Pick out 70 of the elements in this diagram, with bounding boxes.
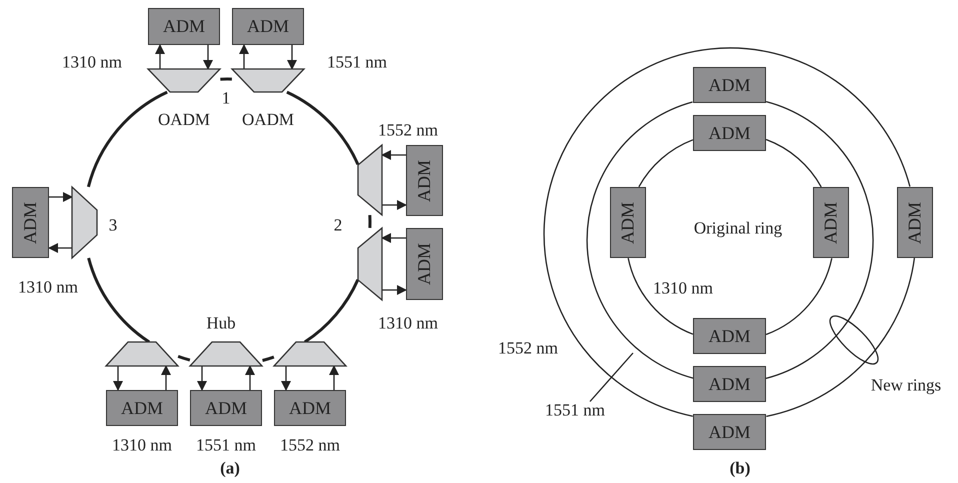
arrow bbox=[203, 45, 213, 70]
wavelength-label: 1552 nm bbox=[280, 436, 340, 454]
fiber-ring-arc bbox=[628, 258, 694, 335]
adm-box: ADM bbox=[406, 145, 443, 216]
wavelength-label: 1310 nm bbox=[18, 278, 78, 296]
arrow bbox=[381, 233, 406, 243]
fiber-ring-arc bbox=[178, 354, 190, 362]
arrow bbox=[382, 200, 407, 210]
panel-label: (a) bbox=[220, 460, 240, 476]
arrow bbox=[382, 285, 407, 295]
node-number: 3 bbox=[108, 216, 118, 234]
leader-line bbox=[590, 352, 634, 402]
arrow bbox=[245, 365, 255, 390]
fiber-ring-arc bbox=[586, 101, 694, 379]
adm-box: ADM bbox=[12, 187, 49, 258]
fiber-ring-arc bbox=[304, 278, 360, 344]
wavelength-label: 1310 nm bbox=[112, 436, 172, 454]
fiber-ring-arc bbox=[286, 90, 360, 166]
arrow bbox=[48, 243, 72, 253]
arrow bbox=[49, 192, 73, 202]
adm-box: ADM bbox=[693, 414, 766, 450]
arrow bbox=[281, 366, 291, 391]
adm-box: ADM bbox=[693, 318, 766, 354]
fiber-ring-arc bbox=[766, 100, 874, 380]
fiber-ring-arc bbox=[87, 258, 150, 344]
adm-box: ADM bbox=[148, 8, 220, 45]
adm-box: ADM bbox=[274, 390, 346, 426]
ring-label: Original ring bbox=[694, 220, 782, 236]
fiber-ring-arc bbox=[220, 78, 232, 81]
wavelength-label: 1310 nm bbox=[653, 280, 713, 296]
arrow bbox=[287, 45, 297, 70]
wavelength-label: 1552 nm bbox=[378, 122, 438, 138]
arrow bbox=[197, 366, 207, 391]
adm-box: ADM bbox=[232, 8, 304, 45]
fiber-ring-arc bbox=[638, 139, 694, 188]
hub-label: Hub bbox=[206, 314, 236, 332]
adm-box: ADM bbox=[693, 366, 766, 402]
fiber-ring-arc bbox=[766, 138, 822, 188]
adm-box: ADM bbox=[813, 187, 849, 258]
arrow bbox=[161, 365, 171, 390]
node-number: 1 bbox=[222, 90, 230, 106]
arrow bbox=[239, 44, 249, 69]
adm-box: ADM bbox=[190, 390, 262, 426]
arrow bbox=[155, 44, 165, 69]
ring-label: New rings bbox=[870, 376, 942, 394]
fiber-ring-arc bbox=[544, 47, 911, 417]
device-label: OADM bbox=[242, 110, 294, 130]
fiber-ring-arc bbox=[766, 258, 916, 418]
adm-box: ADM bbox=[106, 390, 178, 426]
adm-box: ADM bbox=[406, 228, 443, 300]
wavelength-label: 1551 nm bbox=[196, 436, 256, 454]
adm-box: ADM bbox=[897, 187, 933, 258]
fiber-ring-arc bbox=[766, 258, 832, 336]
arrow bbox=[381, 150, 406, 160]
adm-box: ADM bbox=[693, 67, 766, 103]
adm-box: ADM bbox=[610, 187, 646, 258]
wavelength-label: 1551 nm bbox=[545, 402, 605, 418]
panel-label: (b) bbox=[730, 460, 750, 476]
wavelength-label: 1310 nm bbox=[62, 54, 122, 70]
fiber-ring-arc bbox=[368, 215, 372, 228]
arrow bbox=[329, 365, 339, 390]
node-number: 2 bbox=[334, 216, 342, 234]
arrow bbox=[113, 366, 123, 391]
wavelength-label: 1310 nm bbox=[378, 314, 438, 332]
wavelength-label: 1551 nm bbox=[327, 54, 387, 70]
fiber-ring-arc bbox=[86, 90, 168, 188]
device-label: OADM bbox=[158, 110, 210, 130]
fiber-ring-arc bbox=[262, 356, 274, 362]
wavelength-label: 1552 nm bbox=[498, 340, 558, 356]
adm-box: ADM bbox=[693, 115, 766, 151]
